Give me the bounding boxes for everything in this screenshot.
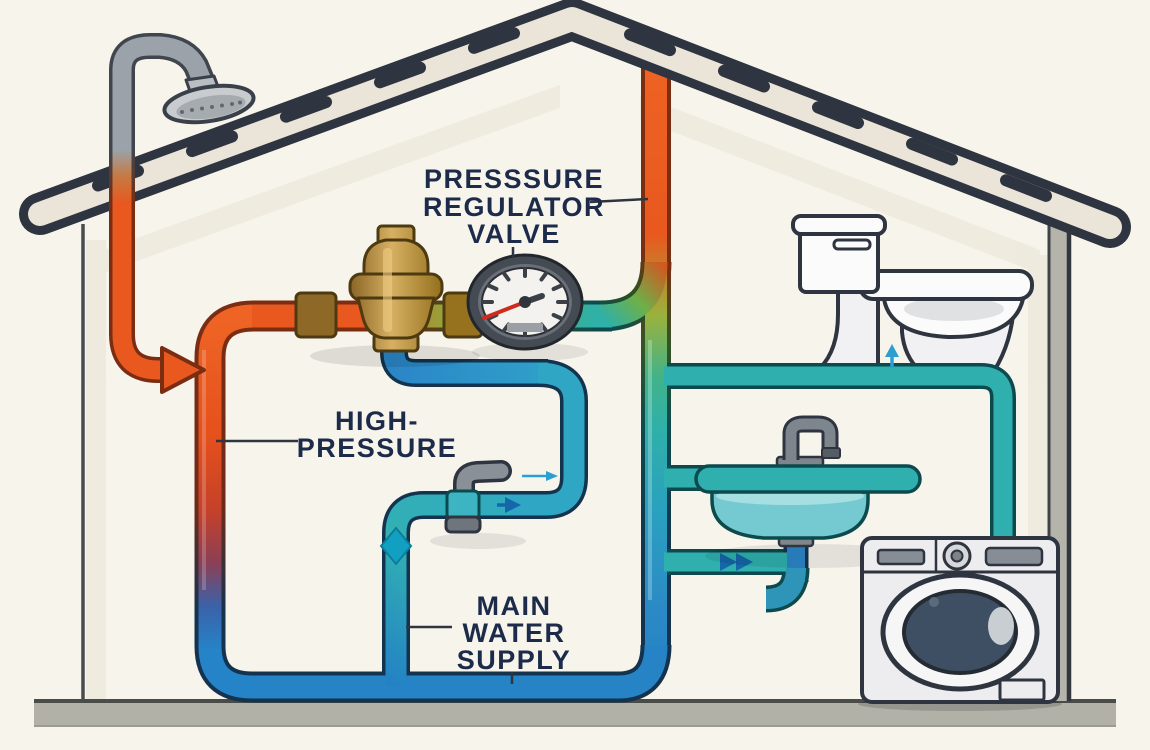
gauge-needle bbox=[482, 300, 527, 320]
shower-pipe bbox=[109, 33, 214, 394]
label-main-water-line2: WATER bbox=[463, 618, 566, 648]
pressure-gauge-icon bbox=[466, 253, 588, 361]
flow-arrow-icon bbox=[160, 346, 206, 394]
flow-arrow-icon bbox=[505, 497, 521, 513]
label-pressure-regulator-line3: VALVE bbox=[467, 219, 561, 249]
label-pressure-regulator-line2: REGULATOR bbox=[423, 192, 605, 222]
flow-arrows bbox=[379, 497, 753, 571]
roof-shingle-dashes bbox=[92, 27, 1052, 202]
leader-lines bbox=[216, 197, 649, 684]
high-pressure-pipe bbox=[198, 304, 266, 699]
pressure-regulator-valve-icon bbox=[294, 224, 484, 367]
pipes bbox=[198, 60, 1013, 699]
toilet-flow-arrow bbox=[885, 344, 899, 368]
hose-bib-icon bbox=[430, 460, 558, 549]
shower-head-icon bbox=[162, 74, 256, 125]
label-high-pressure-line2: PRESSURE bbox=[297, 433, 458, 463]
toilet-branch-pipe bbox=[664, 366, 1013, 542]
roof bbox=[19, 0, 1131, 248]
labels: PRESSSURE REGULATOR VALVE HIGH- PRESSURE… bbox=[297, 164, 605, 675]
label-main-water-line1: MAIN bbox=[477, 591, 552, 621]
flow-arrow-icon bbox=[885, 344, 899, 357]
label-main-water-line3: SUPPLY bbox=[457, 645, 572, 675]
flow-arrow-icon bbox=[736, 553, 753, 571]
main-supply-pipe bbox=[252, 644, 668, 699]
sink-counter bbox=[694, 464, 922, 494]
flow-arrow-icon bbox=[546, 471, 558, 481]
washer-button bbox=[876, 548, 926, 566]
ground bbox=[34, 699, 1116, 727]
leader-pressure-regulator bbox=[589, 197, 649, 204]
interior-shadows bbox=[86, 85, 1048, 702]
washing-machine-icon bbox=[858, 536, 1062, 711]
label-high-pressure-line1: HIGH- bbox=[335, 406, 419, 436]
flow-arrow-icon bbox=[379, 526, 413, 566]
washer-button bbox=[984, 546, 1044, 567]
label-pressure-regulator-line1: PRESSSURE bbox=[424, 164, 604, 194]
flow-arrow-icon bbox=[720, 553, 737, 571]
